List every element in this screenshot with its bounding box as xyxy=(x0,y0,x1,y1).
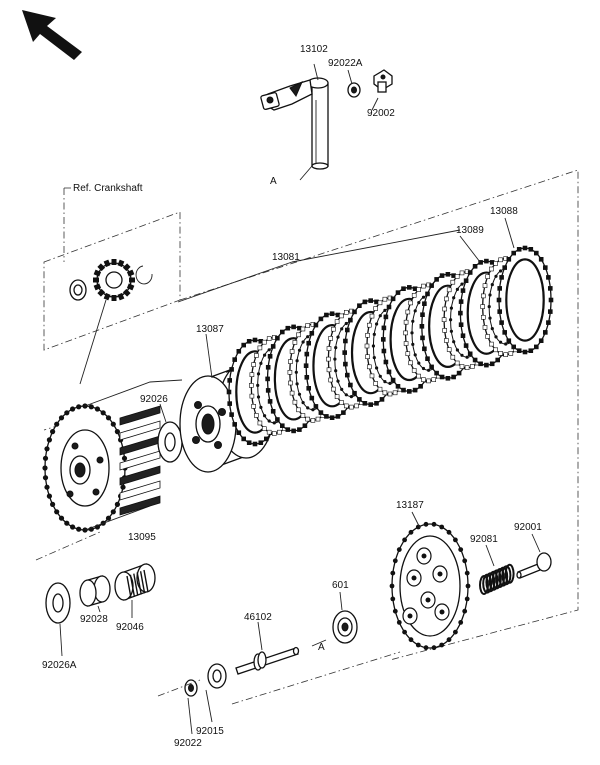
label-92081: 92081 xyxy=(470,534,498,545)
bearing-601 xyxy=(332,610,358,644)
label-92028: 92028 xyxy=(80,614,108,625)
clutch-plate-stack xyxy=(226,245,554,447)
release-lever-assembly xyxy=(260,69,393,170)
clutch-spring-bolt xyxy=(516,552,552,579)
push-rod xyxy=(235,646,300,675)
label-92022a: 92022A xyxy=(328,58,363,69)
pressure-plate xyxy=(389,521,471,651)
label-92002: 92002 xyxy=(367,108,395,119)
arrow-up-left-icon xyxy=(22,10,82,60)
label-92015: 92015 xyxy=(196,726,224,737)
washer-92015 xyxy=(207,663,227,689)
label-92026a: 92026A xyxy=(42,660,77,671)
label-13081: 13081 xyxy=(272,252,300,263)
crankshaft-reference-box xyxy=(43,187,181,351)
label-13102: 13102 xyxy=(300,44,328,55)
label-92001: 92001 xyxy=(514,522,542,533)
label-13088: 13088 xyxy=(490,206,518,217)
ref-a-top: A xyxy=(270,176,277,187)
washer-92026a xyxy=(45,582,71,624)
label-92022: 92022 xyxy=(174,738,202,749)
label-13187: 13187 xyxy=(396,500,424,511)
collar-92028 xyxy=(79,575,111,607)
label-92046: 92046 xyxy=(116,622,144,633)
clutch-spring xyxy=(479,563,515,595)
ref-a-bottom: A xyxy=(318,642,325,653)
label-13095: 13095 xyxy=(128,532,156,543)
label-13087: 13087 xyxy=(196,324,224,335)
label-ref-crankshaft: Ref. Crankshaft xyxy=(73,183,143,194)
clutch-housing xyxy=(42,379,183,533)
label-92026: 92026 xyxy=(140,394,168,405)
label-601: 601 xyxy=(332,580,349,591)
thrust-washer-92026 xyxy=(157,421,183,463)
washer-92022 xyxy=(184,679,198,697)
label-13089: 13089 xyxy=(456,225,484,236)
needle-bearing-92046 xyxy=(114,563,156,601)
label-46102: 46102 xyxy=(244,612,272,623)
